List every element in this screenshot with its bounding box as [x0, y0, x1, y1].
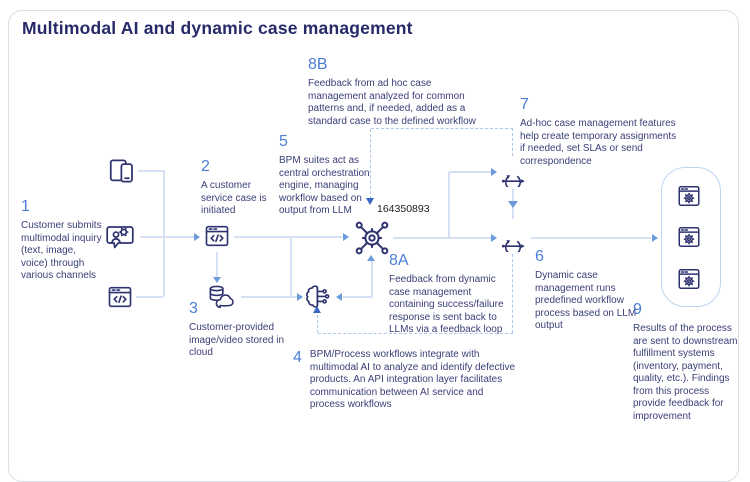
- arrowhead-up-into-orchestration: [367, 255, 375, 261]
- feedback-8a-dashed-down: [512, 254, 513, 333]
- app-gear-icon: [676, 266, 702, 292]
- step-9: 9 Results of the process are sent to dow…: [633, 301, 739, 423]
- arrowhead-into-dynamic-case: [491, 234, 497, 242]
- step-1-text: Customer submits multimodal inquiry (tex…: [21, 220, 102, 281]
- step-2-text: A customer service case is initiated: [201, 180, 267, 216]
- step-7: 7 Ad-hoc case management features help c…: [520, 96, 682, 168]
- connector-cloud-to-ai: [241, 296, 298, 298]
- step-3: 3 Customer-provided image/video stored i…: [189, 300, 301, 360]
- orchestration-gear-icon: [352, 218, 392, 258]
- dynamic-loop-icon: [498, 222, 528, 252]
- step-8a: 8A Feedback from dynamic case management…: [389, 252, 515, 337]
- step-1: 1 Customer submits multimodal inquiry (t…: [21, 198, 103, 283]
- connector-channels-to-case: [140, 236, 194, 238]
- diagram-card: [8, 10, 739, 482]
- step-8b-text: Feedback from ad hoc case management ana…: [308, 78, 476, 127]
- connector-ai-orchestration-horizontal: [343, 296, 372, 298]
- arrowhead-into-case-icon: [194, 233, 200, 241]
- connector-devices-stub: [138, 170, 163, 172]
- feedback-8b-dashed-down: [370, 129, 371, 199]
- step-9-number: 9: [633, 301, 642, 318]
- cloud-storage-icon: [206, 282, 236, 312]
- step-3-number: 3: [189, 300, 198, 317]
- connector-case-to-cloud: [216, 252, 218, 277]
- connector-dynamic-to-systems: [531, 237, 651, 239]
- connector-orchestration-to-dynamic-case: [393, 237, 496, 239]
- connector-code-stub: [136, 296, 163, 298]
- step-4: 4 BPM/Process workflows integrate with m…: [293, 349, 521, 412]
- diagram-canvas: Multimodal AI and dynamic case managemen…: [8, 10, 739, 482]
- step-2: 2 A customer service case is initiated: [201, 158, 283, 218]
- step-5-text: BPM suites act as central orchestration …: [279, 155, 370, 216]
- feedback-8b-dashed-across: [371, 128, 513, 129]
- devices-icon: [107, 156, 137, 186]
- arrowhead-into-adhoc: [491, 168, 497, 176]
- ai-brain-icon: [303, 282, 333, 312]
- arrowhead-8a-into-llm: [313, 306, 321, 313]
- connector-case-to-orchestration: [234, 236, 342, 238]
- app-gear-icon: [676, 183, 702, 209]
- arrowhead-into-orchestration: [343, 233, 349, 241]
- arrowhead-adhoc-to-dynamic: [508, 201, 518, 208]
- feedback-8a-dashed-across: [318, 333, 513, 334]
- step-8a-text: Feedback from dynamic case management co…: [389, 274, 504, 335]
- step-6: 6 Dynamic case management runs predefine…: [535, 248, 653, 333]
- step-2-number: 2: [201, 158, 210, 175]
- page-title: Multimodal AI and dynamic case managemen…: [22, 18, 413, 38]
- step-8b-number: 8B: [308, 56, 328, 73]
- step-7-number: 7: [520, 96, 529, 113]
- connector-branch-to-adhoc: [449, 171, 496, 173]
- arrowhead-8b-into-bpm: [366, 198, 374, 205]
- adhoc-loop-icon: [498, 157, 528, 187]
- step-1-number: 1: [21, 198, 30, 215]
- fulfillment-systems-box: [661, 167, 721, 307]
- step-4-text: BPM/Process workflows integrate with mul…: [309, 349, 516, 410]
- step-6-number: 6: [535, 248, 544, 265]
- code-window-icon: [106, 283, 134, 311]
- connector-branch-vertical: [448, 172, 450, 237]
- arrowhead-into-cloud: [213, 277, 221, 283]
- step-8a-number: 8A: [389, 252, 409, 269]
- step-9-text: Results of the process are sent to downs…: [633, 323, 738, 422]
- case-window-icon: [203, 222, 231, 250]
- arrowhead-into-systems: [652, 234, 658, 242]
- step-3-text: Customer-provided image/video stored in …: [189, 322, 285, 358]
- feedback-8a-dashed-up: [317, 315, 318, 333]
- connector-ai-orchestration-vertical: [371, 261, 373, 297]
- step-4-number: 4: [293, 349, 302, 366]
- customer-support-icon: [104, 221, 136, 253]
- connector-channels-vertical: [163, 170, 165, 297]
- arrowhead-into-ai: [297, 293, 303, 301]
- step-8b: 8B Feedback from ad hoc case management …: [308, 56, 490, 128]
- feedback-8b-dashed-up: [512, 128, 513, 156]
- step-5: 5 BPM suites act as central orchestratio…: [279, 133, 371, 218]
- stock-id-watermark: 164350893: [377, 203, 430, 215]
- step-6-text: Dynamic case management runs predefined …: [535, 270, 637, 331]
- step-7-text: Ad-hoc case management features help cre…: [520, 118, 677, 167]
- arrowhead-left-into-ai: [336, 293, 342, 301]
- step-5-number: 5: [279, 133, 288, 150]
- app-gear-icon: [676, 224, 702, 250]
- connector-junction-vertical: [290, 238, 292, 296]
